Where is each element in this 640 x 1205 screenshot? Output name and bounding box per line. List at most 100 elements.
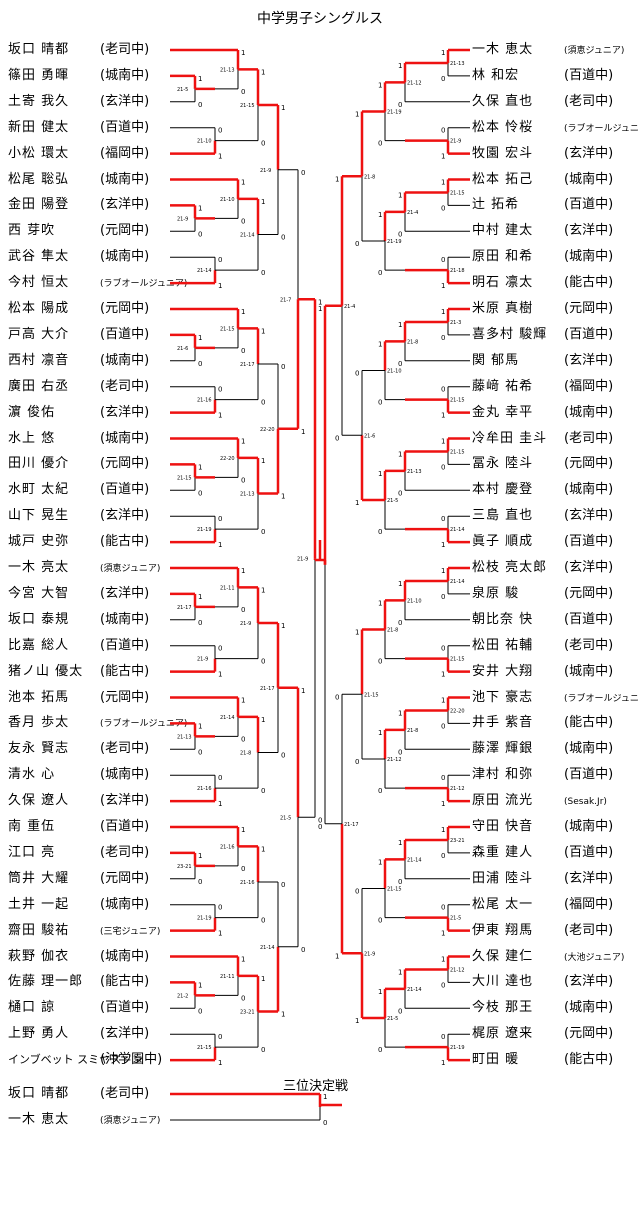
player-row: 金田 陽登(玄洋中) xyxy=(8,195,149,215)
score-label: 21-6 xyxy=(177,346,188,352)
result-mark: 0 xyxy=(218,774,222,782)
player-club: (福岡中) xyxy=(564,378,614,394)
player-club: (能古中) xyxy=(564,715,614,731)
result-mark: 1 xyxy=(241,826,245,834)
page-title: 中学男子シングルス xyxy=(257,11,383,27)
player-name: 梶原 遼来 xyxy=(472,1026,534,1042)
player-club: (百道中) xyxy=(564,197,614,213)
player-club: (百道中) xyxy=(564,326,614,342)
player-club: (能古中) xyxy=(564,1052,614,1068)
score-label: 21-14 xyxy=(450,579,465,585)
result-mark: 0 xyxy=(441,515,445,523)
player-name: 南 重伍 xyxy=(8,819,56,834)
result-mark: 0 xyxy=(318,823,322,831)
result-mark: 0 xyxy=(198,101,202,109)
score-label: 21-16 xyxy=(220,844,235,850)
result-mark: 1 xyxy=(441,800,445,808)
result-mark: 0 xyxy=(241,994,245,1002)
player-row: 坂口 晴都(老司中) xyxy=(8,40,149,60)
player-row: 関 郁馬(玄洋中) xyxy=(472,351,613,371)
player-row: 西 芽吹(元岡中) xyxy=(8,221,149,241)
result-mark: 0 xyxy=(398,748,402,756)
result-mark: 1 xyxy=(281,622,285,630)
score-label: 21-7 xyxy=(280,297,291,303)
result-mark: 0 xyxy=(441,722,445,730)
score-label: 21-15 xyxy=(450,657,465,663)
result-mark: 0 xyxy=(398,878,402,886)
result-mark: 0 xyxy=(398,101,402,109)
player-row: 新田 健太(百道中) xyxy=(8,118,149,138)
result-mark: 0 xyxy=(441,981,445,989)
player-row: 林 和宏(百道中) xyxy=(472,66,613,86)
result-mark: 0 xyxy=(241,865,245,873)
player-club: (老司中) xyxy=(100,844,150,860)
player-club: (老司中) xyxy=(100,42,150,57)
result-mark: 1 xyxy=(261,845,265,853)
result-mark: 0 xyxy=(398,230,402,238)
player-name: 本村 慶登 xyxy=(472,482,534,498)
player-row: 猪ノ山 優太(能古中) xyxy=(8,662,149,682)
player-row: 比嘉 総人(百道中) xyxy=(8,636,149,656)
player-row: 田川 優介(元岡中) xyxy=(8,454,149,474)
player-club: (ラブオールジュニア) xyxy=(564,693,640,704)
player-row: 松本 怜桜(ラブオールジュニア) xyxy=(472,118,640,138)
player-club: (城南中) xyxy=(100,67,150,83)
score-label: 21-5 xyxy=(177,87,188,93)
result-mark: 1 xyxy=(441,308,445,316)
player-row: 久保 建仁(大池ジュニア) xyxy=(472,947,624,967)
score-label: 21-9 xyxy=(260,168,271,174)
result-mark: 0 xyxy=(261,1046,265,1054)
score-label: 21-15 xyxy=(450,190,465,196)
score-label: 21-19 xyxy=(450,1045,465,1051)
result-mark: 1 xyxy=(198,722,202,730)
player-club: (老司中) xyxy=(564,430,614,446)
score-label: 21-13 xyxy=(177,734,192,740)
result-mark: 0 xyxy=(218,515,222,523)
result-mark: 0 xyxy=(398,360,402,368)
score-label: 21-15 xyxy=(177,475,192,481)
result-mark: 1 xyxy=(301,687,305,695)
player-row: 坂口 泰規(城南中) xyxy=(8,610,149,630)
player-name: 金丸 幸平 xyxy=(472,404,534,420)
score-label: 21-14 xyxy=(407,857,422,863)
player-club: (城南中) xyxy=(100,430,150,446)
result-mark: 1 xyxy=(281,493,285,501)
player-row: 米原 真樹(元岡中) xyxy=(472,299,613,319)
result-mark: 0 xyxy=(198,748,202,756)
score-label: 21-3 xyxy=(450,320,461,326)
player-name: 篠田 勇暉 xyxy=(8,67,70,83)
result-mark: 1 xyxy=(241,956,245,964)
player-club: (百道中) xyxy=(100,326,150,342)
result-mark: 0 xyxy=(335,693,339,701)
player-name: 原田 流光 xyxy=(472,793,534,809)
score-label: 23-21 xyxy=(177,864,192,870)
player-name: 田川 優介 xyxy=(8,456,70,472)
result-mark: 0 xyxy=(281,234,285,242)
score-label: 21-14 xyxy=(450,527,465,533)
player-row: 松本 拓己(城南中) xyxy=(472,170,613,190)
player-name: 猪ノ山 優太 xyxy=(8,663,84,679)
score-label: 21-14 xyxy=(407,987,422,993)
player-row: 松尾 太一(福岡中) xyxy=(472,895,613,915)
result-mark: 1 xyxy=(218,800,222,808)
player-row: 明石 凛太(能古中) xyxy=(472,273,613,293)
player-name: 冷牟田 圭斗 xyxy=(472,430,548,446)
result-mark: 1 xyxy=(261,198,265,206)
player-name: 眞子 順成 xyxy=(472,534,534,550)
score-label: 21-16 xyxy=(197,786,212,792)
player-row: 城戸 史弥(能古中) xyxy=(8,532,149,552)
player-row: 一木 恵太(須恵ジュニア) xyxy=(472,40,624,60)
score-label: 21-15 xyxy=(240,103,255,109)
score-label: 21-8 xyxy=(407,339,418,345)
result-mark: 0 xyxy=(241,347,245,355)
player-club: (元岡中) xyxy=(564,585,614,601)
result-mark: 0 xyxy=(398,619,402,627)
player-name: 西村 凛音 xyxy=(8,352,70,368)
player-name: 佐藤 理一郎 xyxy=(8,974,84,990)
player-name: 今枝 那王 xyxy=(472,1000,534,1016)
player-name: 町田 暖 xyxy=(472,1052,520,1068)
result-mark: 0 xyxy=(301,946,305,954)
player-club: (能古中) xyxy=(100,534,150,550)
player-name: 辻 拓希 xyxy=(472,197,520,213)
player-name: 井手 紫音 xyxy=(472,715,534,731)
